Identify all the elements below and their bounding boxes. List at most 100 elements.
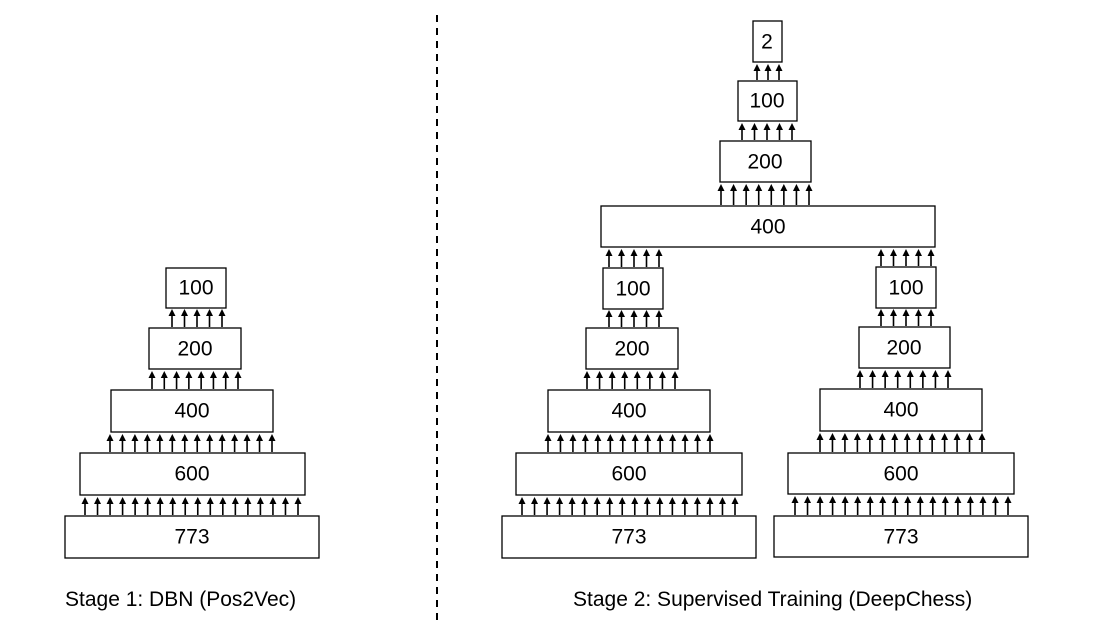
arrow-head xyxy=(618,249,625,256)
arrow-head xyxy=(915,309,922,316)
stage2-left-layer-200: 200 xyxy=(585,327,679,370)
stage2-right-layer-600: 600 xyxy=(787,452,1015,495)
svg-text:773: 773 xyxy=(174,526,209,549)
arrow-head xyxy=(915,249,922,256)
svg-text:400: 400 xyxy=(174,400,209,423)
arrow-head xyxy=(979,496,987,503)
stage2-left-layer-400: 400 xyxy=(547,389,711,433)
arrow-head xyxy=(594,434,602,441)
arrow-head xyxy=(256,434,264,441)
arrow-head xyxy=(791,496,799,503)
arrow-head xyxy=(751,123,758,130)
arrow-head xyxy=(731,497,739,504)
arrow-head xyxy=(764,64,772,71)
svg-text:600: 600 xyxy=(174,463,209,486)
svg-text:773: 773 xyxy=(883,526,918,549)
stage2-left-arrows-200-100 xyxy=(605,310,663,327)
arrow-head xyxy=(841,433,849,440)
arrow-head xyxy=(631,434,639,441)
arrow-head xyxy=(605,310,613,317)
arrow-head xyxy=(181,434,189,441)
arrow-head xyxy=(738,123,746,130)
arrow-head xyxy=(881,370,889,377)
arrow-head xyxy=(978,433,986,440)
stage2-left-layer-773: 773 xyxy=(501,515,757,559)
arrow-head xyxy=(193,309,201,316)
arrow-head xyxy=(828,433,836,440)
stage1-layer-200: 200 xyxy=(148,327,242,370)
arrow-head xyxy=(656,497,664,504)
stage1-layer-600: 600 xyxy=(79,452,306,496)
svg-text:200: 200 xyxy=(177,338,212,361)
arrow-head xyxy=(742,184,750,191)
arrow-head xyxy=(866,433,874,440)
arrow-head xyxy=(181,497,189,504)
arrow-head xyxy=(156,434,164,441)
stage2-left-arrows-600-400 xyxy=(544,434,714,452)
arrow-head xyxy=(1004,496,1012,503)
stage1-arrows-200-100 xyxy=(168,309,226,327)
arrow-head xyxy=(631,497,639,504)
arrow-head xyxy=(966,433,974,440)
stage2-merged-layer-200: 200 xyxy=(719,140,812,183)
arrow-head xyxy=(669,434,677,441)
arrow-head xyxy=(927,249,935,256)
svg-text:200: 200 xyxy=(614,338,649,361)
arrow-head xyxy=(906,370,914,377)
arrow-head xyxy=(148,371,156,378)
arrow-head xyxy=(717,184,725,191)
svg-text:200: 200 xyxy=(747,151,782,174)
arrow-head xyxy=(173,371,181,378)
stage2-output-layer-2: 2 xyxy=(752,20,783,63)
arrow-head xyxy=(841,496,849,503)
arrow-head xyxy=(222,371,230,378)
stage1-tower: 773 600 400 200 100 xyxy=(64,267,320,559)
arrow-head xyxy=(804,496,812,503)
arrow-head xyxy=(753,64,761,71)
svg-text:100: 100 xyxy=(888,277,923,300)
arrow-head xyxy=(81,497,89,504)
arrow-head xyxy=(902,249,910,256)
arrow-head xyxy=(805,184,813,191)
arrow-head xyxy=(181,309,188,316)
arrow-head xyxy=(681,434,689,441)
arrow-head xyxy=(877,309,885,316)
arrow-head xyxy=(168,434,176,441)
arrow-head xyxy=(193,434,201,441)
arrow-head xyxy=(185,371,193,378)
arrow-head xyxy=(234,371,242,378)
arrow-head xyxy=(156,497,164,504)
arrow-head xyxy=(646,371,654,378)
arrow-head xyxy=(209,371,217,378)
arrow-head xyxy=(630,310,638,317)
stage2-merged-arrows-100-2 xyxy=(753,64,783,80)
arrow-head xyxy=(568,497,576,504)
arrow-head xyxy=(671,371,679,378)
arrow-head xyxy=(630,249,638,256)
arrow-head xyxy=(681,497,689,504)
svg-text:200: 200 xyxy=(886,337,921,360)
arrow-head xyxy=(656,434,664,441)
arrow-head xyxy=(206,434,214,441)
stage2-left-layer-100: 100 xyxy=(602,267,664,310)
stage2-merged-head: 400 200 100 2 xyxy=(600,20,936,248)
arrow-head xyxy=(706,434,714,441)
arrow-head xyxy=(206,309,213,316)
stage2-right-arrows-100-400 xyxy=(877,249,935,266)
stage1-arrows-600-400 xyxy=(106,434,276,452)
arrow-head xyxy=(706,497,714,504)
arrow-head xyxy=(618,310,625,317)
arrow-head xyxy=(929,496,937,503)
arrow-head xyxy=(730,184,738,191)
arrow-head xyxy=(168,309,176,316)
arrow-head xyxy=(643,249,650,256)
arrow-head xyxy=(119,497,127,504)
stage2-merged-layer-100: 100 xyxy=(737,80,798,122)
stage2-left-layer-600: 600 xyxy=(515,452,743,496)
arrow-head xyxy=(941,496,949,503)
arrow-head xyxy=(206,497,214,504)
stage2-right-layer-773: 773 xyxy=(773,515,1029,558)
arrow-head xyxy=(621,371,629,378)
arrow-head xyxy=(143,434,151,441)
arrow-head xyxy=(916,433,924,440)
